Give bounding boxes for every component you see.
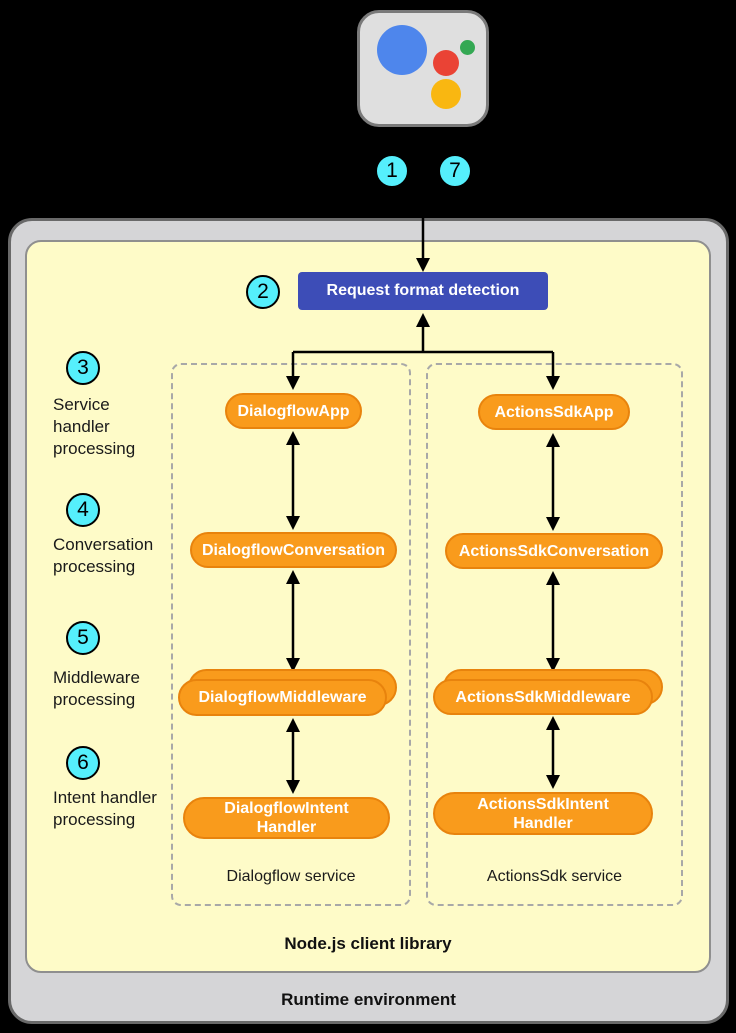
dialogflow-app-pill: DialogflowApp [225, 393, 362, 429]
logo-green-circle-icon [460, 40, 475, 55]
step-badge-7: 7 [438, 154, 472, 188]
dialogflow-conversation-pill: DialogflowConversation [190, 532, 397, 568]
dialogflow-service-label: Dialogflow service [226, 868, 356, 885]
actionssdk-service-label: ActionsSdk service [486, 868, 623, 885]
actionssdk-middleware-pill: ActionsSdkMiddleware [433, 679, 653, 715]
nodejs-client-library-label: Node.js client library [284, 934, 452, 953]
runtime-environment-label: Runtime environment [281, 990, 456, 1009]
label-middleware-processing: Middleware processing [53, 668, 140, 709]
actionssdk-service-box [426, 363, 683, 906]
logo-yellow-circle-icon [431, 79, 461, 109]
label-intent-handler-processing: Intent handler processing [53, 788, 157, 829]
step-badge-1: 1 [375, 154, 409, 188]
actionssdk-intent-handler-pill: ActionsSdkIntent Handler [433, 792, 653, 835]
step-badge-3: 3 [66, 351, 100, 385]
actionssdk-conversation-pill: ActionsSdkConversation [445, 533, 663, 569]
step-badge-4: 4 [66, 493, 100, 527]
label-conversation-processing: Conversation processing [53, 535, 154, 576]
dialogflow-middleware-pill: DialogflowMiddleware [178, 679, 387, 716]
actionssdk-app-pill: ActionsSdkApp [478, 394, 630, 430]
dialogflow-service-box [171, 363, 411, 906]
logo-blue-circle-icon [377, 25, 427, 75]
request-format-detection-box: Request format detection [298, 272, 548, 310]
logo-red-circle-icon [433, 50, 459, 76]
step-badge-5: 5 [66, 621, 100, 655]
step-badge-2: 2 [246, 275, 280, 309]
label-service-handler-processing: Service handler processing [53, 395, 136, 458]
step-badge-6: 6 [66, 746, 100, 780]
dialogflow-intent-handler-pill: DialogflowIntent Handler [183, 797, 390, 839]
google-assistant-logo-icon [357, 10, 489, 127]
